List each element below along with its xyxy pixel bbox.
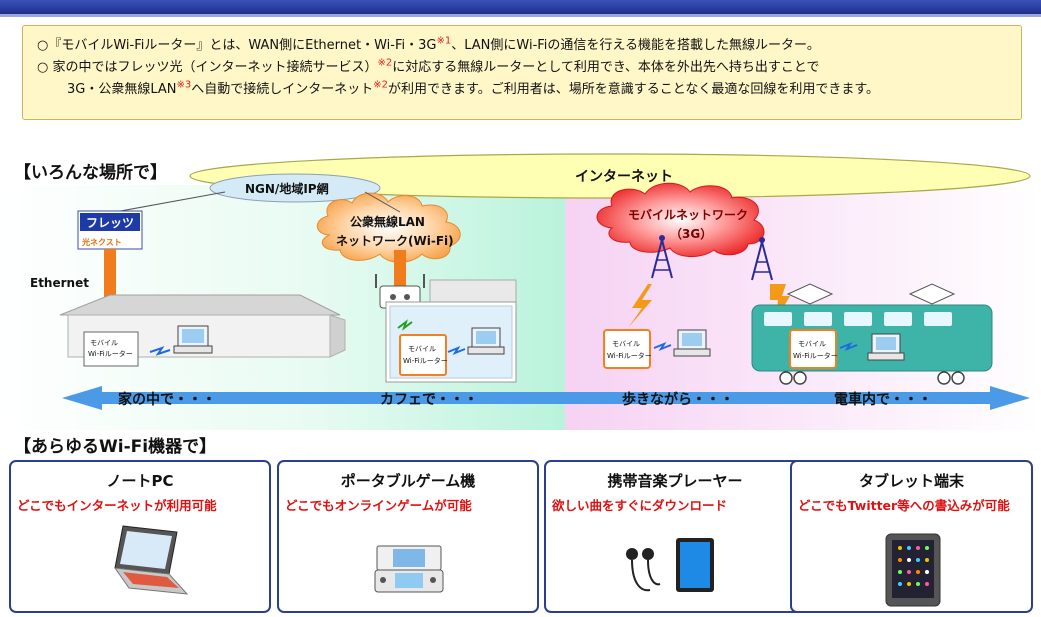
- ngn-label: NGN/地域IP網: [245, 181, 329, 196]
- game-console-icon: [374, 545, 444, 593]
- mobile-network-label-2: （3G）: [670, 226, 712, 241]
- wifi-signal-icon: [397, 319, 413, 331]
- mobile-network-label-1: モバイルネットワーク: [628, 208, 748, 222]
- place-label-cafe: カフェで・・・: [380, 392, 478, 408]
- footnote-mark: ※2: [377, 57, 393, 69]
- music-player-icon: [626, 538, 714, 592]
- laptop-icon: [467, 327, 505, 355]
- wifi-signal-icon: [653, 341, 672, 352]
- description-box: ○『モバイルWi-Fiルーター』とは、WAN側にEthernet・Wi-Fi・3…: [22, 25, 1022, 120]
- flets-logo-icon: フレッツ 光ネクスト: [77, 210, 143, 250]
- cell-tower-icon: [751, 237, 773, 281]
- device-title: ノートPC: [106, 472, 174, 490]
- device-card-tablet: タブレット端末 どこでもTwitter等への書込みが可能: [790, 460, 1033, 613]
- svg-text:Wi-Fiルーター: Wi-Fiルーター: [403, 356, 448, 365]
- tablet-icon: [885, 533, 941, 607]
- svg-text:Wi-Fiルーター: Wi-Fiルーター: [88, 349, 133, 358]
- svg-text:光ネクスト: 光ネクスト: [81, 237, 122, 247]
- internet-ellipse: [189, 153, 1031, 199]
- public-lan-label-1: 公衆無線LAN: [350, 214, 425, 229]
- footnote-mark: ※2: [373, 79, 389, 91]
- wifi-signal-icon: [447, 345, 466, 356]
- signal-bolt-icon: [628, 284, 652, 328]
- ethernet-cable: [394, 250, 406, 292]
- place-label-train: 電車内で・・・: [834, 391, 932, 408]
- internet-label: インターネット: [575, 169, 673, 185]
- place-label-home: 家の中で・・・: [118, 391, 216, 408]
- router-icon: モバイル Wi-Fiルーター: [603, 329, 652, 369]
- device-description: 欲しい曲をすぐにダウンロード: [552, 498, 728, 513]
- network-diagram: インターネット NGN/地域IP網 公衆無線LAN ネットワーク(Wi-Fi) …: [0, 153, 1041, 430]
- section-title-places: 【いろんな場所で】: [14, 163, 167, 183]
- router-icon: モバイル Wi-Fiルーター: [399, 334, 448, 376]
- public-lan-label-2: ネットワーク(Wi-Fi): [336, 234, 454, 248]
- device-description: どこでもインターネットが利用可能: [17, 498, 217, 513]
- laptop-icon: [173, 325, 213, 354]
- svg-text:モバイル: モバイル: [408, 345, 436, 353]
- device-card-game: ポータブルゲーム機 どこでもオンラインゲームが可能: [277, 460, 539, 613]
- device-card-laptop: ノートPC どこでもインターネットが利用可能: [9, 460, 271, 613]
- device-description: どこでもTwitter等への書込みが可能: [798, 498, 1010, 513]
- section-title-devices: 【あらゆるWi-Fi機器で】: [14, 437, 217, 457]
- mobile-network-cloud: モバイルネットワーク （3G）: [596, 182, 765, 257]
- svg-text:モバイル: モバイル: [612, 340, 640, 348]
- svg-text:モバイル: モバイル: [798, 340, 826, 348]
- link-line: [364, 191, 401, 213]
- router-icon: モバイル Wi-Fiルーター: [789, 329, 838, 369]
- svg-text:Wi-Fiルーター: Wi-Fiルーター: [793, 351, 838, 360]
- location-arrow: [62, 386, 1030, 410]
- svg-text:フレッツ: フレッツ: [86, 216, 134, 230]
- ethernet-label: Ethernet: [30, 276, 89, 290]
- footnote-mark: ※3: [176, 79, 192, 91]
- device-title: 携帯音楽プレーヤー: [607, 472, 743, 490]
- device-title: タブレット端末: [858, 472, 964, 490]
- router-icon: モバイル Wi-Fiルーター: [83, 331, 139, 367]
- laptop-icon: [113, 525, 189, 595]
- laptop-icon: [867, 333, 905, 361]
- footnote-mark: ※1: [436, 35, 452, 47]
- signal-bolt-icon: [770, 284, 790, 320]
- wifi-signal-icon: [149, 346, 171, 356]
- wifi-signal-icon: [839, 341, 858, 352]
- notice-line-2: ○ 家の中ではフレッツ光（インターネット接続サービス）※2に対応する無線ルーター…: [37, 57, 820, 75]
- ngn-ellipse: [209, 173, 381, 203]
- cell-tower-icon: [651, 235, 673, 279]
- svg-text:Wi-Fiルーター: Wi-Fiルーター: [607, 351, 652, 360]
- header-bar: [0, 0, 1041, 17]
- link-line: [114, 191, 226, 213]
- svg-text:モバイル: モバイル: [90, 339, 118, 347]
- notice-line-1: ○『モバイルWi-Fiルーター』とは、WAN側にEthernet・Wi-Fi・3…: [37, 35, 820, 53]
- device-title: ポータブルゲーム機: [340, 472, 476, 490]
- laptop-icon: [673, 329, 711, 357]
- notice-line-3: 3G・公衆無線LAN※3へ自動で接続しインターネット※2が利用できます。ご利用者…: [67, 79, 880, 97]
- device-card-music: 携帯音楽プレーヤー 欲しい曲をすぐにダウンロード: [544, 460, 806, 613]
- device-description: どこでもオンラインゲームが可能: [285, 498, 472, 513]
- public-lan-cloud: 公衆無線LAN ネットワーク(Wi-Fi): [316, 192, 461, 263]
- place-label-walking: 歩きながら・・・: [622, 391, 734, 408]
